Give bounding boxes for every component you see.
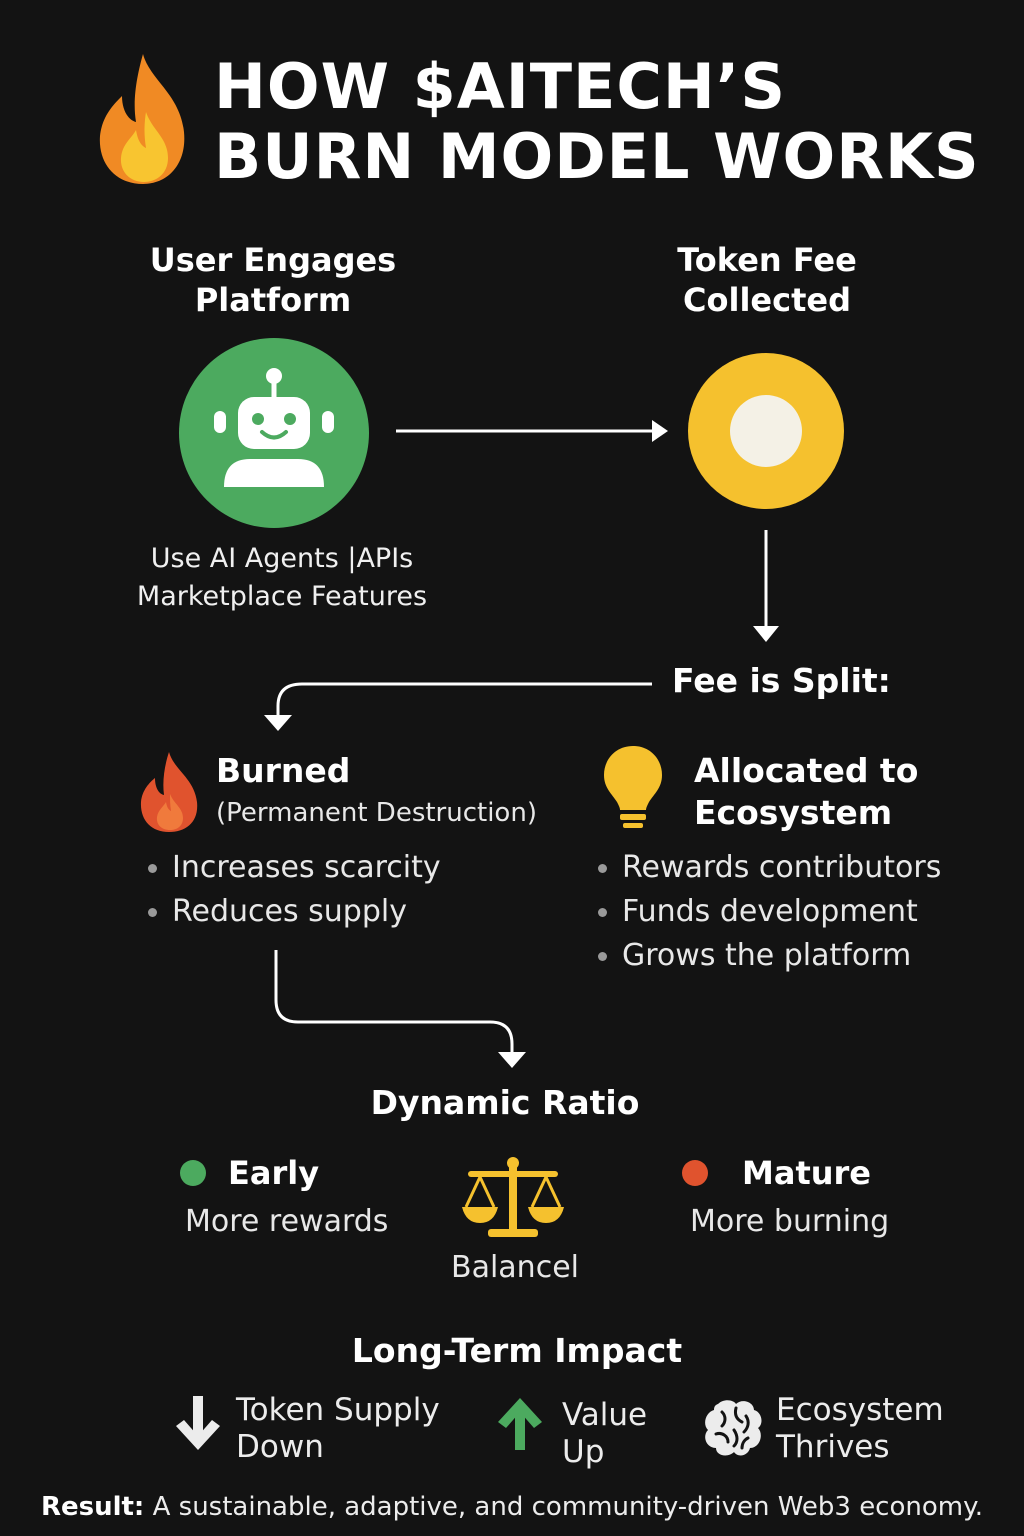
burned-title: Burned — [216, 751, 351, 790]
arrow-burned-to-ratio — [274, 950, 526, 1068]
impact-value: Value Up — [562, 1397, 648, 1470]
engage-caption: Use AI Agents |APIs Marketplace Features — [136, 543, 428, 612]
coin-icon — [687, 352, 845, 510]
burned-fire-icon — [136, 750, 202, 834]
split-label: Fee is Split: — [672, 661, 891, 700]
impact-supply: Token Supply Down — [236, 1392, 440, 1465]
title-line-2: BURN MODEL WORKS — [214, 120, 980, 193]
arrow-engage-to-fee — [396, 420, 668, 442]
early-dot — [180, 1160, 206, 1186]
burned-bullets: Increases scarcity Reduces supply — [146, 846, 526, 934]
arrow-fee-to-split — [753, 530, 779, 642]
scales-icon — [458, 1155, 568, 1241]
mature-label: Mature — [742, 1154, 871, 1192]
impact-title: Long-Term Impact — [351, 1331, 683, 1370]
early-desc: More rewards — [185, 1204, 389, 1239]
fee-title: Token Fee Collected — [677, 241, 857, 319]
lightbulb-icon — [602, 744, 664, 830]
robot-icon — [178, 337, 370, 529]
burned-subtitle: (Permanent Destruction) — [216, 798, 537, 828]
list-item: Rewards contributors — [596, 846, 1006, 890]
result-text: A sustainable, adaptive, and community-d… — [152, 1492, 984, 1522]
list-item: Increases scarcity — [146, 846, 526, 890]
impact-ecosystem: Ecosystem Thrives — [776, 1392, 944, 1465]
allocated-bullets: Rewards contributors Funds development G… — [596, 846, 1006, 978]
brain-icon — [702, 1396, 764, 1460]
list-item: Funds development — [596, 890, 1006, 934]
page-title: HOW $AITECH’S BURN MODEL WORKS — [214, 52, 1014, 192]
mature-desc: More burning — [690, 1204, 890, 1239]
early-label: Early — [228, 1154, 320, 1192]
arrow-split-to-burned — [264, 682, 652, 731]
mature-dot — [682, 1160, 708, 1186]
title-fire-icon — [88, 50, 198, 190]
title-line-1: HOW $AITECH’S — [214, 50, 786, 123]
arrow-down-icon — [172, 1394, 224, 1452]
arrow-up-icon — [494, 1396, 546, 1452]
list-item: Grows the platform — [596, 934, 1006, 978]
result-label: Result: — [40, 1492, 145, 1522]
ratio-title: Dynamic Ratio — [370, 1083, 640, 1122]
result-line: Result: A sustainable, adaptive, and com… — [0, 1490, 1024, 1524]
list-item: Reduces supply — [146, 890, 526, 934]
allocated-title: Allocated to Ecosystem — [694, 751, 919, 832]
balance-label: Balancel — [451, 1250, 579, 1285]
engage-title: User Engages Platform — [149, 241, 397, 319]
